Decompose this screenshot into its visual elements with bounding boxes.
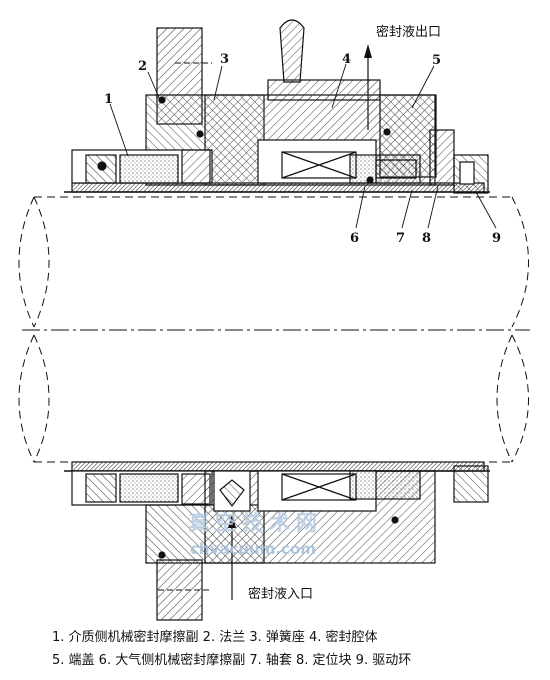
inlet-label: 密封液入口 — [248, 586, 313, 602]
watermark-url: chvacuum.com — [190, 540, 316, 558]
lower-assembly — [64, 461, 490, 621]
outlet-label: 密封液出口 — [376, 24, 441, 40]
part-label-9: 9 — [492, 231, 501, 246]
part-label-3: 3 — [220, 52, 229, 67]
part-label-6: 6 — [350, 231, 359, 246]
caption: 1. 介质侧机械密封摩擦副 2. 法兰 3. 弹簧座 4. 密封腔体 5. 端盖… — [52, 626, 542, 672]
watermark: 真空技术网 chvacuum.com — [188, 510, 323, 558]
part-label-7: 7 — [396, 231, 405, 246]
positioning-block-upper — [429, 129, 455, 186]
caption-line-1: 1. 介质侧机械密封摩擦副 2. 法兰 3. 弹簧座 4. 密封腔体 — [52, 630, 378, 645]
inlet-arrow — [228, 514, 236, 600]
upper-assembly — [64, 19, 490, 194]
caption-line-2: 5. 端盖 6. 大气侧机械密封摩擦副 7. 轴套 8. 定位块 9. 驱动环 — [52, 653, 412, 668]
watermark-cn: 真空技术网 — [188, 510, 323, 535]
part-label-4: 4 — [342, 52, 351, 67]
part-label-2: 2 — [138, 59, 147, 74]
part-label-8: 8 — [422, 231, 431, 246]
atmosphere-side-seal-lower — [349, 470, 421, 500]
drive-ring-lower — [453, 465, 489, 503]
part-labels: 1 2 3 4 5 6 7 8 9 — [104, 52, 501, 246]
outlet-arrow — [364, 44, 372, 130]
part-label-5: 5 — [432, 53, 441, 68]
leader-lines — [109, 63, 497, 229]
part-label-1: 1 — [104, 92, 113, 107]
shaft-sleeve-lower — [71, 461, 485, 472]
lifting-eye — [279, 19, 305, 83]
seal-chamber-top — [267, 79, 381, 101]
